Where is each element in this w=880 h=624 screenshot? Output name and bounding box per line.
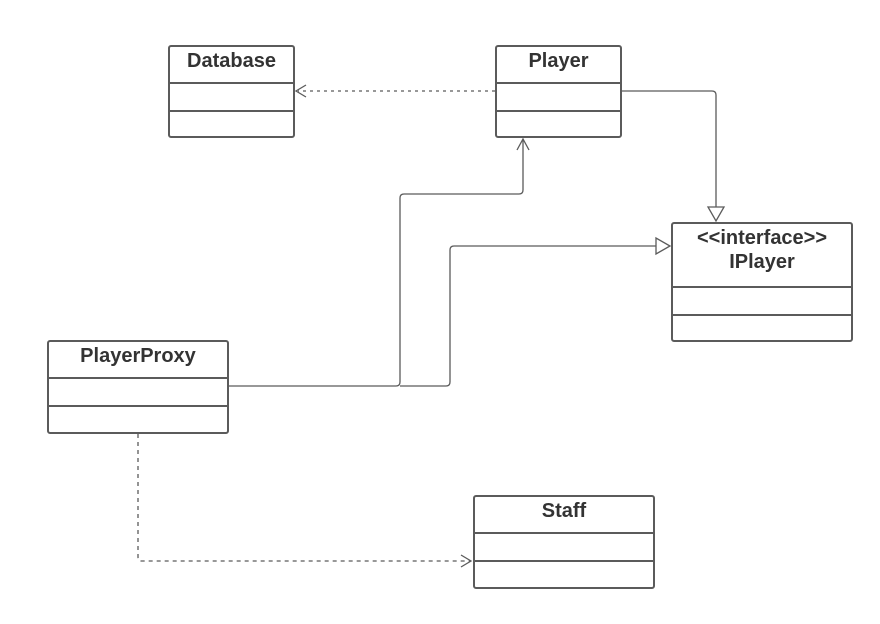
- class-player[interactable]: Player: [495, 45, 622, 138]
- class-iplayer-title: IPlayer: [729, 251, 795, 273]
- class-database-operations: [170, 112, 293, 136]
- class-playerproxy-operations: [49, 407, 227, 432]
- class-iplayer-name-compartment: <<interface>> IPlayer: [673, 224, 851, 288]
- playerproxy-iplayer-realization: [400, 236, 672, 387]
- player-iplayer-realization: [621, 90, 726, 223]
- class-staff-title: Staff: [541, 500, 587, 522]
- class-staff[interactable]: Staff: [473, 495, 655, 589]
- class-iplayer-stereotype: <<interface>>: [696, 227, 828, 249]
- class-player-attributes: [497, 84, 620, 112]
- class-database-name-compartment: Database: [170, 47, 293, 84]
- class-playerproxy-title: PlayerProxy: [80, 345, 196, 367]
- class-player-operations: [497, 112, 620, 136]
- playerproxy-staff-dependency: [137, 434, 473, 568]
- class-player-title: Player: [528, 50, 589, 72]
- class-iplayer[interactable]: <<interface>> IPlayer: [671, 222, 853, 342]
- class-playerproxy-attributes: [49, 379, 227, 407]
- class-staff-attributes: [475, 534, 653, 562]
- class-database-title: Database: [187, 50, 276, 72]
- class-database-attributes: [170, 84, 293, 112]
- class-staff-operations: [475, 562, 653, 587]
- class-staff-name-compartment: Staff: [475, 497, 653, 534]
- class-iplayer-operations: [673, 316, 851, 340]
- class-database[interactable]: Database: [168, 45, 295, 138]
- class-player-name-compartment: Player: [497, 47, 620, 84]
- class-playerproxy-name-compartment: PlayerProxy: [49, 342, 227, 379]
- class-iplayer-attributes: [673, 288, 851, 316]
- player-database-dependency: [294, 84, 495, 98]
- playerproxy-player-association: [229, 137, 530, 387]
- class-playerproxy[interactable]: PlayerProxy: [47, 340, 229, 434]
